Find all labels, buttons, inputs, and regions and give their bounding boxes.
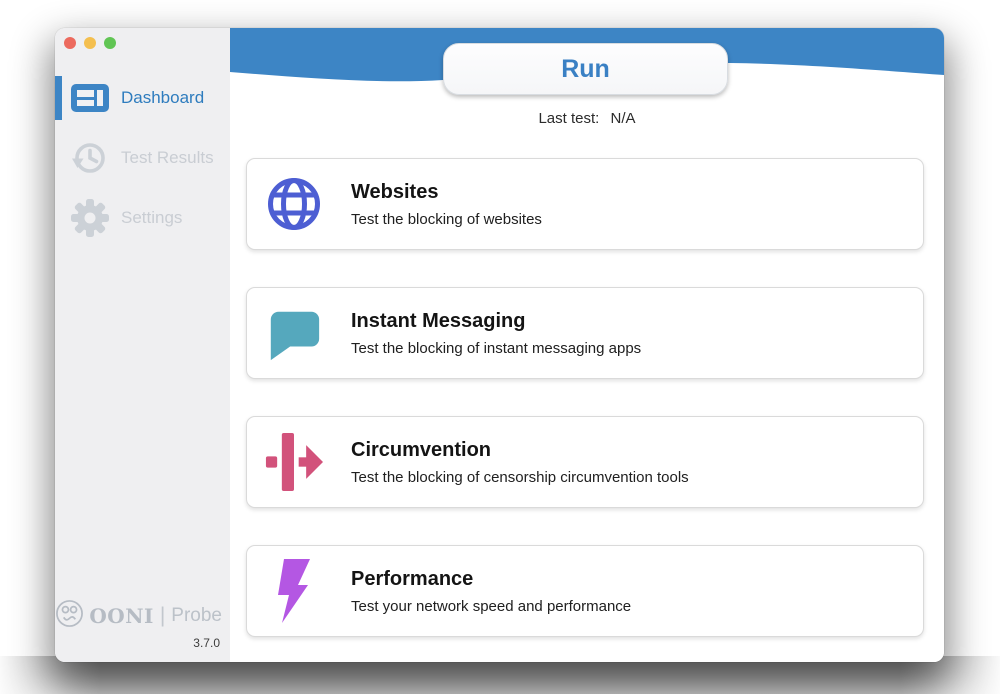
sidebar-item-test-results[interactable]: Test Results <box>55 136 230 180</box>
card-description: Test the blocking of instant messaging a… <box>351 339 642 357</box>
last-test-status: Last test: N/A <box>230 110 944 127</box>
card-performance[interactable]: Performance Test your network speed and … <box>246 545 924 637</box>
card-title: Performance <box>351 567 474 590</box>
circumvention-icon <box>265 430 323 494</box>
last-test-label: Last test: <box>538 110 600 127</box>
card-title: Instant Messaging <box>351 309 526 332</box>
card-description: Test your network speed and performance <box>351 597 632 615</box>
traffic-lights <box>64 37 116 49</box>
app-version: 3.7.0 <box>193 636 220 650</box>
test-card-list: Websites Test the blocking of websites I… <box>246 158 924 637</box>
ooni-logo-icon <box>55 599 84 633</box>
card-title: Websites <box>351 180 439 203</box>
product-name: Probe <box>171 605 222 626</box>
card-instant-messaging[interactable]: Instant Messaging Test the blocking of i… <box>246 287 924 379</box>
close-button[interactable] <box>64 37 76 49</box>
zoom-button[interactable] <box>104 37 116 49</box>
brand-name: OONI <box>89 604 154 628</box>
card-websites[interactable]: Websites Test the blocking of websites <box>246 158 924 250</box>
gear-icon <box>70 198 110 238</box>
app-window: Dashboard Test Results <box>55 28 944 662</box>
dashboard-icon <box>70 84 110 112</box>
sidebar-item-label: Dashboard <box>121 88 205 107</box>
sidebar: Dashboard Test Results <box>55 28 230 662</box>
card-description: Test the blocking of censorship circumve… <box>351 468 689 486</box>
globe-icon <box>265 172 323 236</box>
last-test-value: N/A <box>610 110 636 127</box>
brand-separator: | <box>159 604 166 627</box>
minimize-button[interactable] <box>84 37 96 49</box>
card-circumvention[interactable]: Circumvention Test the blocking of censo… <box>246 416 924 508</box>
sidebar-footer: OONI | Probe 3.7.0 <box>55 599 230 650</box>
lightning-icon <box>265 559 323 623</box>
sidebar-item-label: Test Results <box>121 148 214 167</box>
main-area: Run Last test: N/A <box>230 28 944 662</box>
card-title: Circumvention <box>351 438 492 461</box>
window-drop-shadow <box>0 656 1000 694</box>
sidebar-item-label: Settings <box>121 208 183 227</box>
chat-bubble-icon <box>265 301 323 365</box>
ooni-probe-logo: OONI | Probe <box>55 599 230 633</box>
run-button[interactable]: Run <box>443 43 728 95</box>
sidebar-item-settings[interactable]: Settings <box>55 196 230 240</box>
history-icon <box>70 140 110 176</box>
sidebar-nav: Dashboard Test Results <box>55 76 230 256</box>
card-description: Test the blocking of websites <box>351 210 542 228</box>
sidebar-item-dashboard[interactable]: Dashboard <box>55 76 230 120</box>
